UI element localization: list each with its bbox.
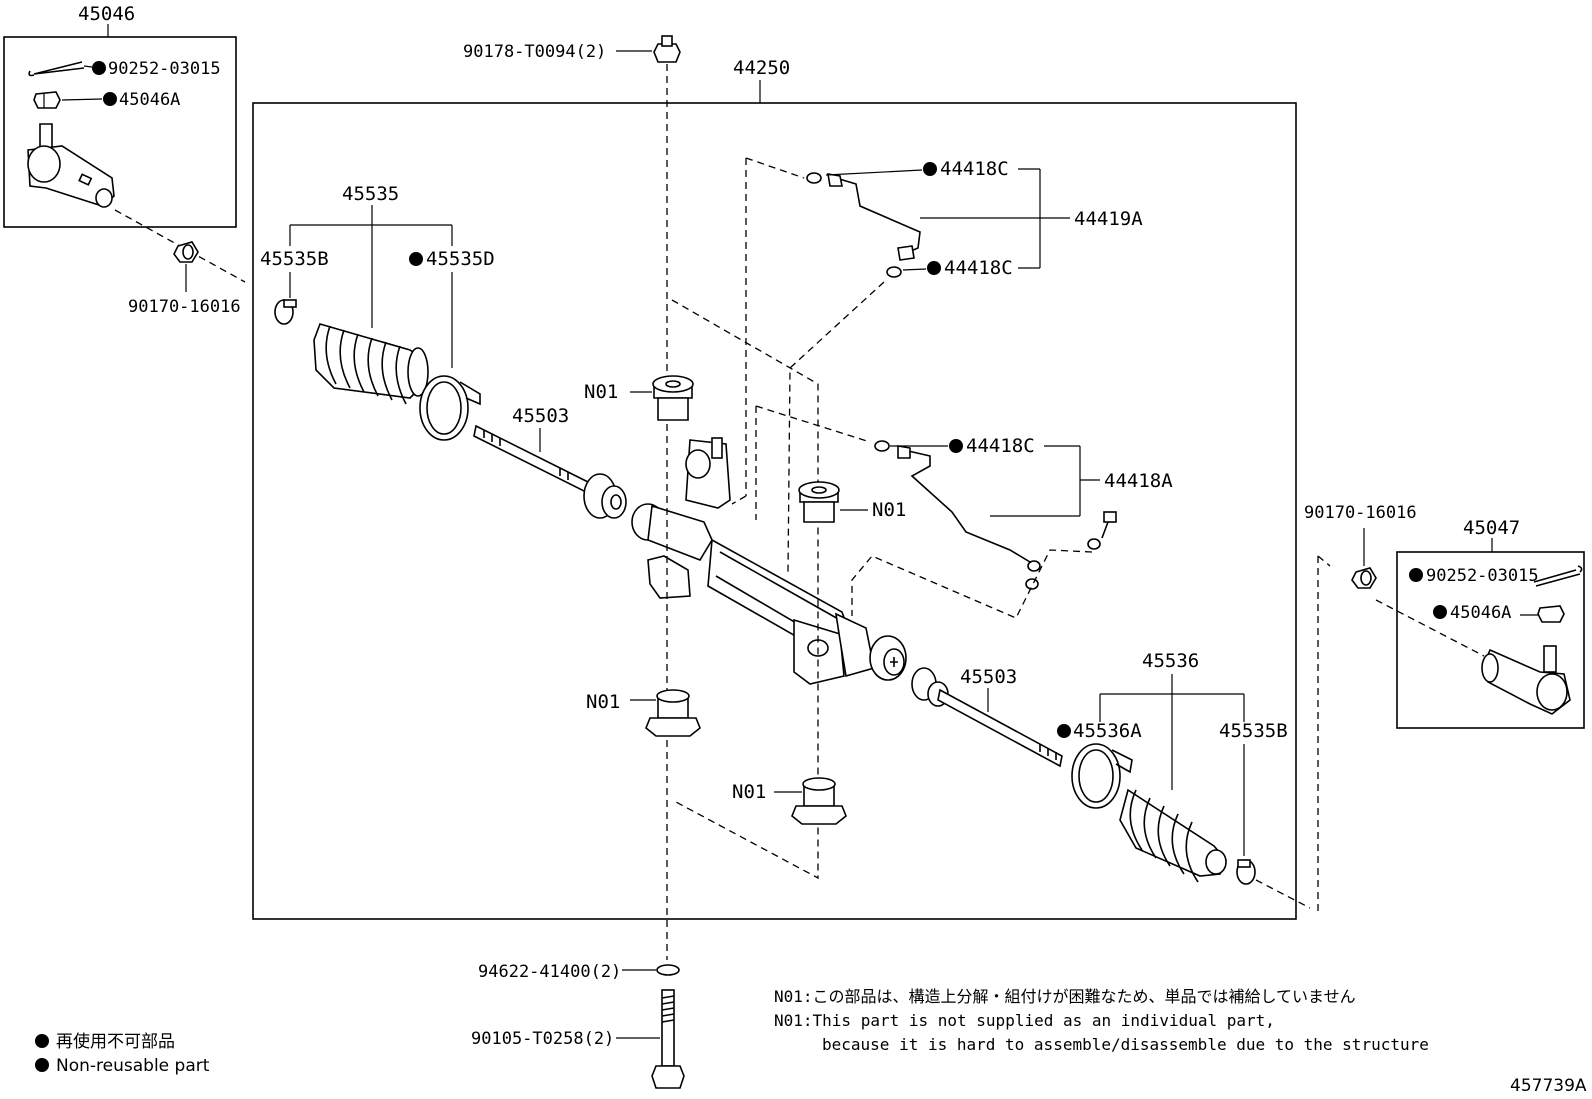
boot-clamp-rh	[1071, 743, 1133, 809]
callout-bolt-top: 90178-T0094(2)	[463, 42, 606, 62]
callout-grommet-3: N01	[586, 691, 620, 713]
callout-cotter-pin-rh: 90252-03015	[1426, 566, 1539, 586]
callout-boot-lh: 45535	[342, 183, 399, 205]
tie-rod-lh	[473, 424, 627, 519]
callout-oring-upper-a: 44418C	[940, 158, 1009, 180]
callout-grommet-4: N01	[732, 781, 766, 803]
grommet-1	[652, 375, 694, 421]
callout-nut-lh: 45046A	[119, 90, 180, 110]
boot-lh	[313, 323, 429, 405]
lock-nut-lh	[173, 241, 199, 263]
note-en-line2: because it is hard to assemble/disassemb…	[822, 1035, 1429, 1054]
tie-rod-end-rh-box	[1396, 551, 1585, 729]
steering-gear-housing	[631, 437, 907, 685]
callout-lock-nut-lh: 90170-16016	[128, 297, 241, 317]
boot-rh	[1119, 788, 1227, 883]
legend-en: Non-reusable part	[56, 1056, 210, 1076]
cotter-pin-rh	[1533, 565, 1583, 587]
note-jp: N01:この部品は、構造上分解・組付けが困難なため、単品では補給していません	[774, 987, 1356, 1006]
tube-lower	[897, 445, 1041, 572]
tie-rod-rh	[911, 667, 1063, 768]
grommet-2	[798, 481, 840, 523]
tie-rod-end-rh	[1481, 645, 1571, 715]
union-bolt	[1025, 511, 1117, 590]
callout-boot-clamp-rh: 45536A	[1073, 720, 1142, 742]
grommet-4	[791, 777, 847, 825]
lock-nut-rh	[1351, 567, 1377, 589]
tie-rod-end-lh	[27, 123, 115, 208]
callout-oring-upper-b: 44418C	[944, 257, 1013, 279]
callout-boot-rh: 45536	[1142, 650, 1199, 672]
callout-tube-lower: 44418A	[1104, 470, 1173, 492]
note-en-line1: N01:This part is not supplied as an indi…	[774, 1011, 1275, 1030]
callout-grommet-1: N01	[584, 381, 618, 403]
nut-lh	[33, 91, 61, 109]
callout-tie-rod-end-lh: 45046	[78, 3, 135, 25]
callout-boot-clip-lh: 45535B	[260, 248, 329, 270]
callout-grommet-2: N01	[872, 499, 906, 521]
grommet-3	[645, 689, 701, 737]
tube-upper	[827, 173, 921, 261]
boot-clip-lh	[274, 299, 297, 325]
legend-jp: 再使用不可部品	[56, 1031, 175, 1052]
callout-boot-clip-rh: 45535B	[1219, 720, 1288, 742]
bolt-top	[653, 35, 681, 63]
callout-tie-rod-rh: 45503	[960, 666, 1017, 688]
callout-oring-lower: 44418C	[966, 435, 1035, 457]
tie-rod-end-lh-box	[3, 36, 237, 228]
boot-clamp-lh	[419, 375, 481, 441]
assembly-box	[252, 102, 1297, 920]
callout-tie-rod-end-rh: 45047	[1463, 517, 1520, 539]
callout-lock-nut-rh: 90170-16016	[1304, 503, 1417, 523]
bolt-bottom	[651, 989, 685, 1089]
oring-upper-b	[886, 266, 902, 278]
callout-tie-rod-lh: 45503	[512, 405, 569, 427]
callout-tube-upper: 44419A	[1074, 208, 1143, 230]
oring-lower	[874, 440, 890, 452]
callout-boot-clamp-lh: 45535D	[426, 248, 495, 270]
diagram-id: 457739A	[1510, 1076, 1587, 1096]
boot-clip-rh	[1236, 859, 1256, 885]
callout-nut-rh: 45046A	[1450, 603, 1511, 623]
washer-bottom	[656, 964, 680, 976]
callout-bolt-bottom: 90105-T0258(2)	[471, 1029, 614, 1049]
oring-upper-a	[806, 172, 822, 184]
cotter-pin-lh	[28, 61, 85, 77]
callout-assembly: 44250	[733, 57, 790, 79]
nut-rh	[1537, 605, 1565, 623]
callout-cotter-pin-lh: 90252-03015	[108, 59, 221, 79]
callout-washer-bottom: 94622-41400(2)	[478, 962, 621, 982]
